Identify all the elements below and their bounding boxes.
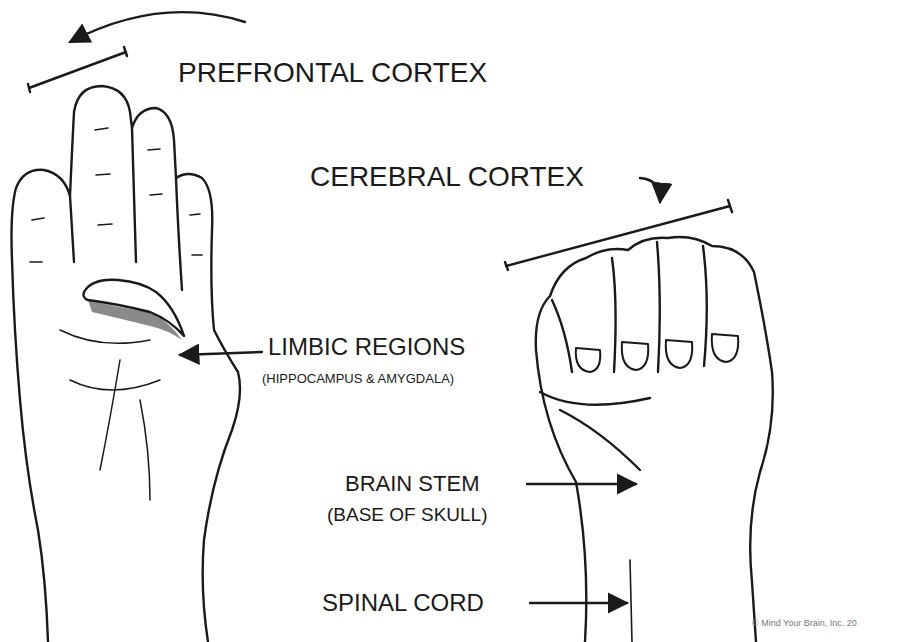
pointer-arrow [640, 178, 660, 202]
leader-arrow [527, 483, 636, 485]
wrist-line [630, 560, 632, 642]
finger-nail [576, 334, 738, 372]
folded-thumb [84, 280, 185, 336]
bracket [505, 200, 732, 270]
copyright-note: © Mind Your Brain, Inc. 20 [752, 619, 857, 629]
leader-arrow [530, 602, 627, 604]
thumb-curl [540, 392, 650, 470]
region-label: LIMBIC REGIONS [268, 334, 465, 360]
region-label: BRAIN STEM [345, 472, 479, 496]
region-label: SPINAL CORD [322, 590, 484, 616]
region-note: (HIPPOCAMPUS & AMYGDALA) [262, 372, 454, 386]
open-hand [12, 86, 241, 642]
region-label: PREFRONTAL CORTEX [178, 58, 487, 89]
bracket [28, 47, 127, 92]
finger-line [70, 128, 182, 290]
fist [536, 237, 773, 642]
fold-arrow [70, 12, 245, 42]
finger-crease [30, 128, 202, 262]
region-label: CEREBRAL CORTEX [310, 162, 584, 193]
region-note: (BASE OF SKULL) [327, 505, 488, 526]
leader-arrow [180, 352, 262, 355]
palm-line [60, 330, 160, 500]
